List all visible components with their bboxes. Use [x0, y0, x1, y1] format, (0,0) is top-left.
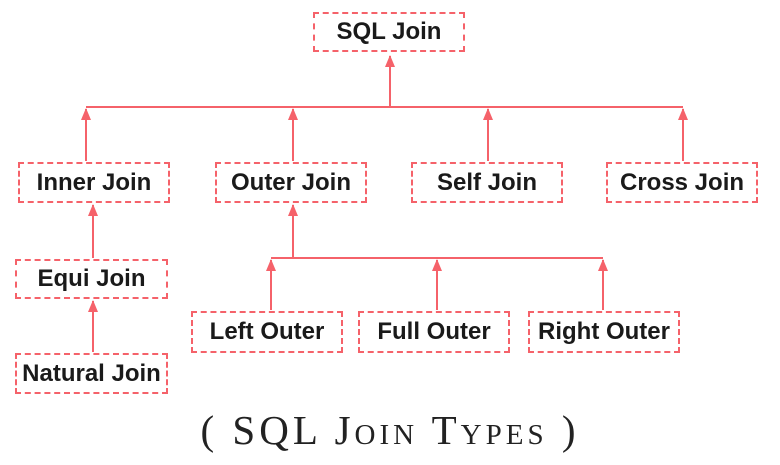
node-equi-join: Equi Join	[15, 259, 168, 299]
node-natural-join: Natural Join	[15, 353, 168, 394]
node-self-join: Self Join	[411, 162, 563, 203]
node-outer-join: Outer Join	[215, 162, 367, 203]
diagram-caption: ( SQL Join Types )	[200, 407, 580, 453]
node-sql-join: SQL Join	[313, 12, 465, 52]
node-cross-join: Cross Join	[606, 162, 758, 203]
node-right-outer: Right Outer	[528, 311, 680, 353]
node-inner-join: Inner Join	[18, 162, 170, 203]
node-full-outer: Full Outer	[358, 311, 510, 353]
node-left-outer: Left Outer	[191, 311, 343, 353]
